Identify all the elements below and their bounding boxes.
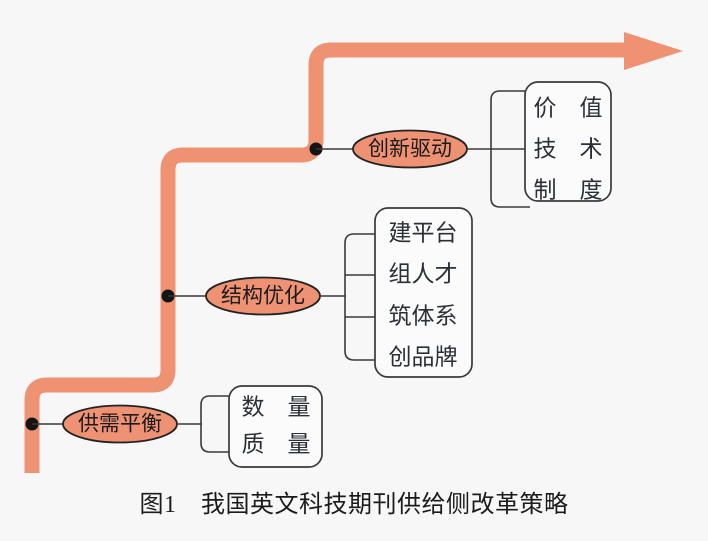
leaf-label-structure-optimization-2: 组人才 [389,261,458,286]
arrow-head [624,32,683,70]
leaf-label-structure-optimization-1: 建平台 [389,220,458,245]
leaf-label-supply-demand-balance-1: 数 量 [242,394,311,419]
leaf-label-supply-demand-balance-2: 质 量 [242,431,311,456]
node-label-innovation-drive: 创新驱动 [368,136,452,160]
branch-supply-demand-balance[interactable]: 供需平衡 数 量 质 量 [25,385,323,468]
node-label-structure-optimization: 结构优化 [221,283,305,307]
node-label-supply-demand-balance: 供需平衡 [78,411,162,435]
arrow-shaft [24,42,630,473]
leaf-label-innovation-drive-1: 价 值 [534,95,603,120]
leaf-box-supply-demand-balance [228,385,323,468]
leaf-box-structure-optimization [374,207,473,378]
branch-innovation-drive[interactable]: 创新驱动 价 值 技 术 制 度 [309,81,612,208]
leaf-label-structure-optimization-3: 筑体系 [389,303,458,328]
figure-caption: 图1 我国英文科技期刊供给侧改革策略 [139,492,569,518]
bracket-supply-demand-balance [200,395,234,453]
bracket-structure-optimization [344,233,380,361]
branch-structure-optimization[interactable]: 结构优化 建平台 组人才 筑体系 创品牌 [161,207,473,378]
staircase-arrow [24,32,683,473]
leaf-label-innovation-drive-3: 制 度 [534,177,603,202]
leaf-label-innovation-drive-2: 技 术 [534,136,603,161]
leaf-label-structure-optimization-4: 创品牌 [389,344,458,369]
leaf-box-innovation-drive [524,81,612,202]
